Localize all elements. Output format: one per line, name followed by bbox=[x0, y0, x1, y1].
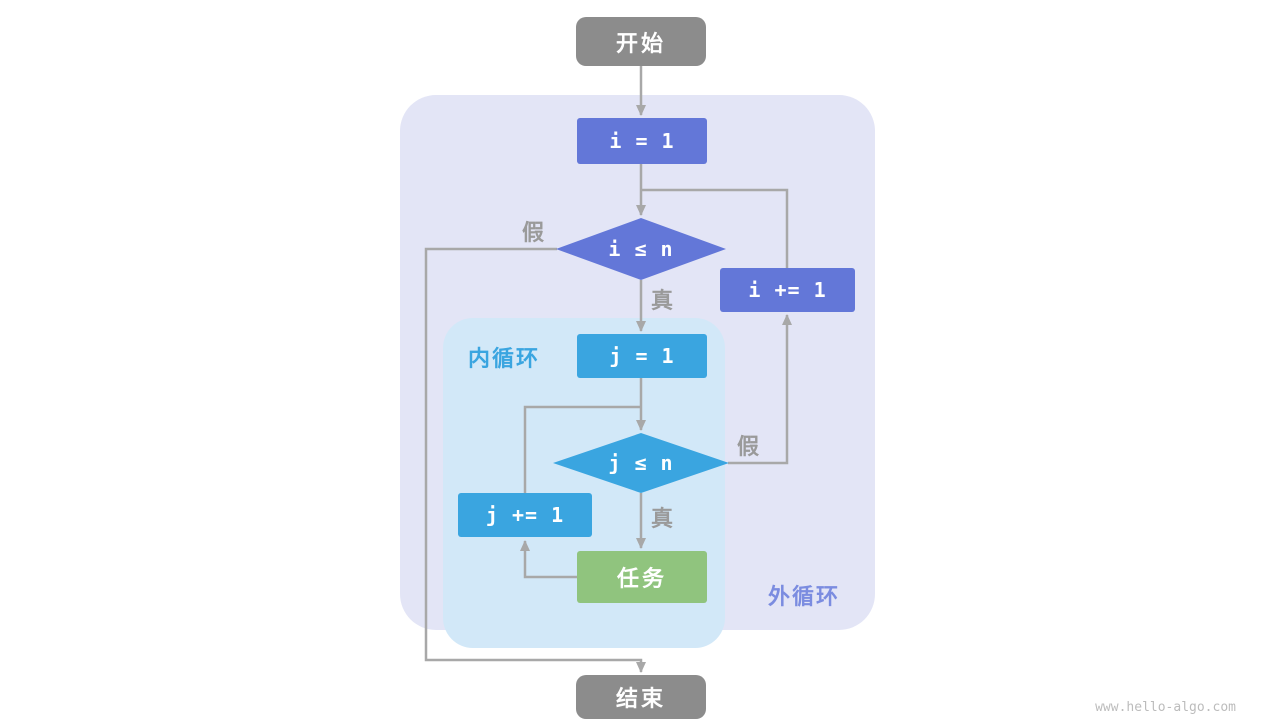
task-node: 任务 bbox=[577, 551, 707, 603]
outer-true-label: 真 bbox=[651, 288, 674, 313]
increment-i-node: i += 1 bbox=[720, 268, 855, 312]
init-i-node: i = 1 bbox=[577, 118, 707, 164]
outer-false-label: 假 bbox=[522, 220, 545, 245]
init-j-node: j = 1 bbox=[577, 334, 707, 378]
inner-loop-label: 内循环 bbox=[468, 346, 541, 371]
edge-inc-i-loopback bbox=[641, 188, 789, 268]
outer-loop-label: 外循环 bbox=[768, 584, 841, 609]
edge-inc-j-loopback bbox=[523, 405, 641, 493]
watermark-text: www.hello-algo.com bbox=[1095, 700, 1236, 715]
edge-cond-j-false-to-inc-i bbox=[728, 314, 792, 465]
inner-true-label: 真 bbox=[651, 506, 674, 531]
inner-false-label: 假 bbox=[737, 434, 760, 459]
increment-j-node: j += 1 bbox=[458, 493, 592, 537]
edge-cond-i-false-to-end bbox=[424, 247, 646, 673]
start-node: 开始 bbox=[576, 17, 706, 66]
edge-task-to-inc-j bbox=[520, 540, 577, 579]
end-node: 结束 bbox=[576, 675, 706, 719]
